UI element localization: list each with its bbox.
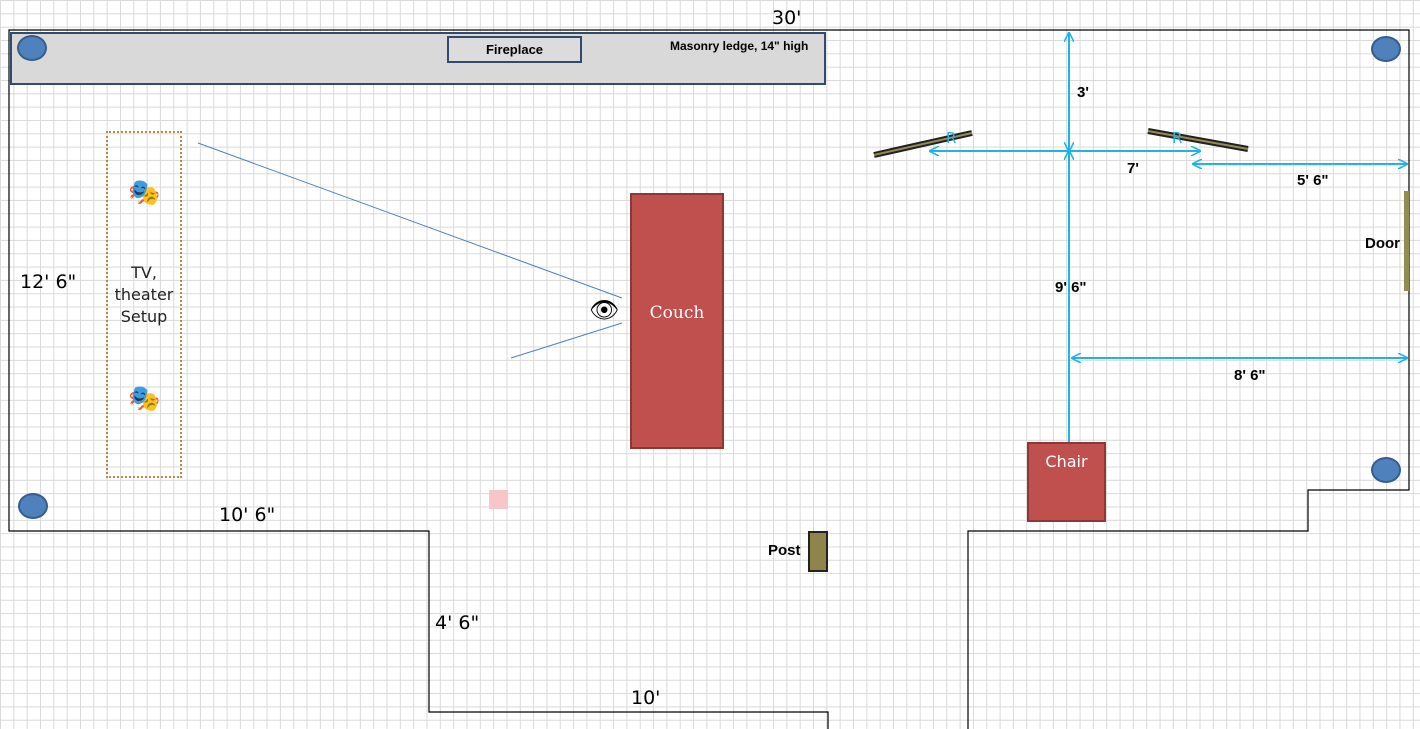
post-label: Post xyxy=(768,542,801,559)
blue-circle-icon xyxy=(18,493,48,519)
blue-circle-icon xyxy=(1371,457,1401,483)
speaker-left xyxy=(873,130,973,158)
couch: Couch xyxy=(630,193,724,449)
eye-icon: 👁 xyxy=(589,297,620,324)
sightline-upper xyxy=(197,142,623,299)
dimension-chair-axis-to-wall: 8' 6" xyxy=(1234,367,1266,384)
dimension-speaker-spacing: 7' xyxy=(1127,160,1139,177)
post xyxy=(808,531,828,572)
masonry-ledge-label: Masonry ledge, 14" high xyxy=(670,39,809,53)
speaker-right xyxy=(1147,128,1249,152)
door-label: Door xyxy=(1365,235,1400,252)
masonry-ledge xyxy=(10,32,826,85)
door xyxy=(1404,191,1409,291)
dimension-speaker-to-wall: 5' 6" xyxy=(1297,172,1329,189)
tv-theater-setup-label: TV, theater Setup xyxy=(114,263,174,326)
speaker-left-label: R xyxy=(946,129,957,147)
blue-circle-icon xyxy=(17,35,47,61)
dimension-top-width: 30' xyxy=(772,7,802,29)
theater-masks-icon: 🎭 xyxy=(128,383,161,413)
dimension-ledge-to-speakers: 3' xyxy=(1077,84,1089,101)
sightline-lower xyxy=(510,322,623,359)
dimension-hall-depth: 4' 6" xyxy=(435,612,480,634)
theater-masks-icon: 🎭 xyxy=(128,177,161,207)
chair: Chair xyxy=(1027,442,1106,522)
speaker-right-label: R xyxy=(1172,129,1183,147)
tv-theater-setup xyxy=(106,131,182,478)
dimension-bottom-left: 10' 6" xyxy=(219,504,276,526)
fireplace-label: Fireplace xyxy=(447,36,582,63)
dimension-speakers-to-chair: 9' 6" xyxy=(1055,279,1087,296)
dimension-hall-width: 10' xyxy=(631,687,661,709)
blue-circle-icon xyxy=(1371,36,1401,62)
pink-marker xyxy=(489,490,508,509)
dimension-left-height: 12' 6" xyxy=(20,271,77,293)
room-wall-outline xyxy=(8,29,1410,729)
